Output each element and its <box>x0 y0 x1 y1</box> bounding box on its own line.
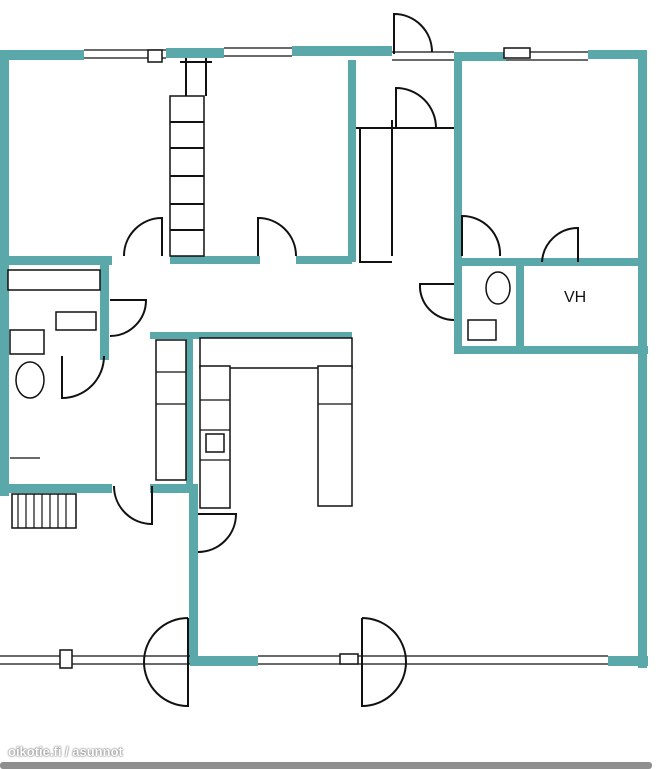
bottom-bar <box>0 762 652 769</box>
room-label-vh: VH <box>564 289 586 306</box>
linework <box>0 47 608 669</box>
walls <box>0 46 648 668</box>
watermark-text: oikotie.fi / asunnot <box>8 744 123 759</box>
fixtures <box>7 269 511 529</box>
doors <box>61 12 579 708</box>
